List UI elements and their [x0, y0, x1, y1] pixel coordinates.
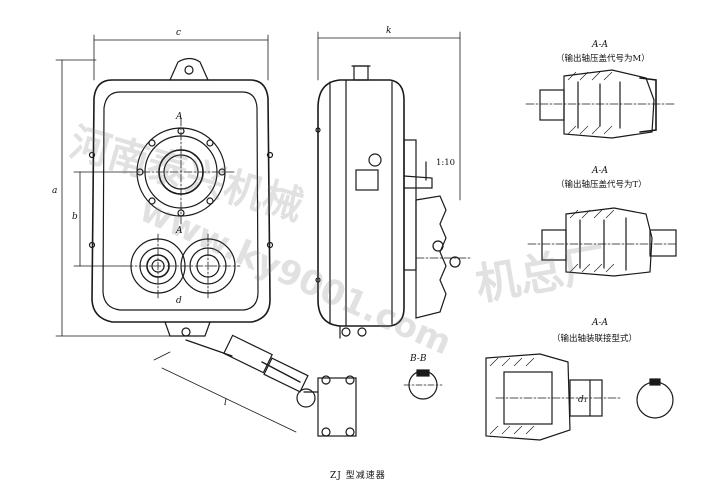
figure-caption: ZJ 型减速器	[330, 471, 386, 481]
aa-t-title: A-A	[592, 166, 609, 176]
section-a-marker-bottom: A	[176, 226, 183, 236]
section-aa-m	[525, 69, 677, 139]
dim-l-label: l	[224, 398, 227, 408]
dim-a-label: a	[52, 186, 58, 196]
dim-b-label: b	[72, 212, 78, 222]
aa-m-subtitle: （输出轴压盖代号为M）	[556, 54, 650, 64]
aa-m-title: A-A	[592, 40, 609, 50]
input-shafts	[124, 233, 241, 301]
output-bore	[127, 117, 235, 227]
v-belt-pulley	[403, 161, 471, 319]
section-aa-t	[527, 207, 677, 277]
side-view-dimensions	[317, 31, 461, 201]
front-view-dimensions	[55, 34, 269, 337]
section-a-marker-top: A	[176, 112, 183, 122]
section-hatching	[489, 71, 615, 435]
dim-c-label: c	[176, 28, 182, 38]
front-view-housing	[88, 57, 274, 337]
torque-arm	[153, 334, 357, 437]
bb-title: B-B	[410, 354, 427, 364]
aa-t-subtitle: （输出轴压盖代号为T）	[556, 180, 647, 190]
side-view-housing	[315, 65, 417, 339]
section-aa-d	[485, 353, 674, 441]
section-bb	[403, 369, 443, 400]
dim-d-label: d	[176, 296, 182, 306]
aa-d-subtitle: （输出轴装联接型式）	[552, 334, 638, 344]
dim-k-label: k	[386, 26, 392, 36]
taper-label: 1:10	[436, 158, 456, 168]
aa-d-title: A-A	[592, 318, 609, 328]
dim-d1-label: d₁	[578, 395, 588, 405]
